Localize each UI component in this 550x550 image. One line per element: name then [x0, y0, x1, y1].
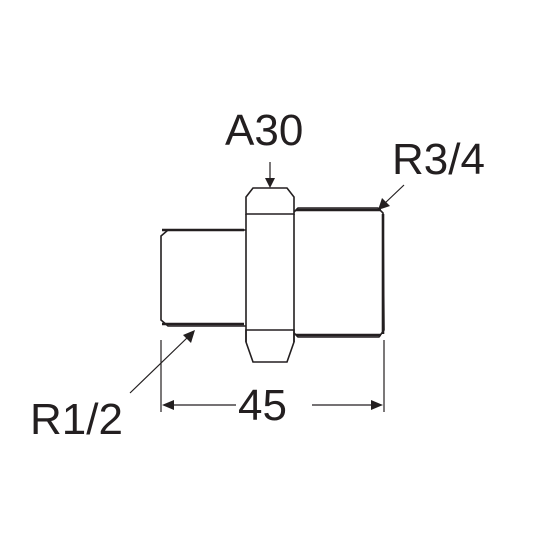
large-thread-label: R3/4 [392, 135, 485, 184]
thread-marks [162, 208, 385, 337]
length-label: 45 [238, 381, 287, 430]
large-thread-leader [378, 184, 405, 210]
hex-body [245, 187, 295, 215]
hex-size-label: A30 [225, 106, 303, 155]
large-thread-pipe [293, 207, 385, 338]
small-thread-pipe [160, 229, 246, 327]
dimension-arrow-left [162, 400, 174, 410]
small-thread-label: R1/2 [30, 395, 123, 444]
length-dimension [160, 340, 385, 412]
hex-center [245, 214, 295, 342]
dimension-arrow-right [371, 400, 383, 410]
hex-body-lower [245, 329, 295, 363]
hex-size-leader [265, 162, 275, 188]
small-thread-leader [129, 330, 195, 394]
